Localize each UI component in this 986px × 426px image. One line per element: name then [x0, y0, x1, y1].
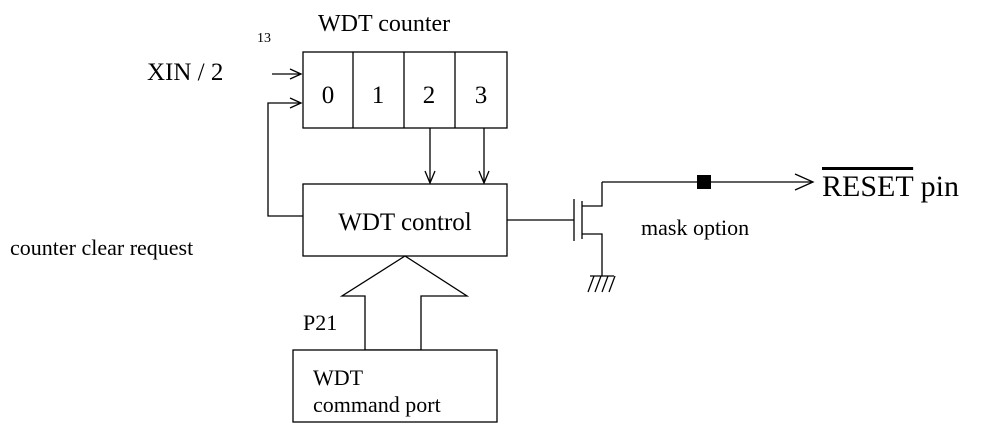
- counter-box: [302, 51, 508, 129]
- control-label: WDT control: [338, 209, 472, 236]
- command-port-box: [292, 349, 498, 423]
- clock-exponent: 13: [257, 31, 271, 46]
- port-pin-label: P21: [303, 310, 337, 335]
- reset-label: RESET: [822, 170, 913, 203]
- wdt-counter-register: 0 1 2 3: [302, 51, 508, 129]
- output-transistor: [507, 182, 603, 276]
- counter-bit-1: 1: [372, 82, 385, 109]
- clock-input-label: XIN / 2: [147, 59, 223, 86]
- bit2-to-control-arrow: [424, 128, 436, 185]
- counter-bit-2: 2: [423, 82, 436, 109]
- command-bus-arrow: [339, 255, 470, 351]
- counter-bit-0: 0: [322, 82, 335, 109]
- counter-bit-3: 3: [475, 82, 488, 109]
- reset-pin-text: RESET pin: [822, 170, 959, 203]
- clock-input-arrow: [272, 68, 303, 80]
- clear-feedback-arrow: [267, 97, 303, 217]
- command-port-line2: command port: [313, 392, 441, 417]
- counter-title: WDT counter: [318, 11, 450, 37]
- mask-option-label: mask option: [641, 215, 749, 240]
- bit3-to-control-arrow: [478, 128, 490, 185]
- reset-pin-suffix: pin: [913, 170, 959, 203]
- command-port-line1: WDT: [313, 365, 364, 390]
- ground-symbol: [587, 275, 616, 293]
- clear-request-label: counter clear request: [10, 235, 193, 260]
- mask-option-node: [697, 175, 711, 189]
